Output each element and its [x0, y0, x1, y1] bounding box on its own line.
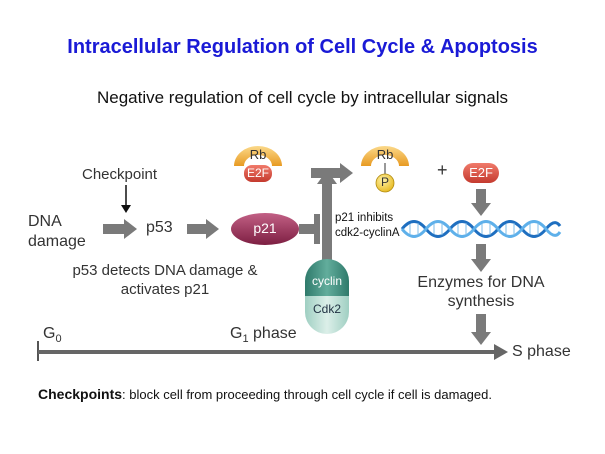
dna-to-enzymes-arrow — [471, 244, 491, 272]
enzymes-line2: synthesis — [447, 293, 515, 310]
rb-label-right: Rb — [376, 147, 394, 162]
diagram-subtitle: Negative regulation of cell cycle by int… — [96, 88, 509, 107]
p53-label: p53 — [146, 219, 173, 236]
p21-inhibition-symbol — [299, 214, 320, 244]
g1-phase-label: G1 phase — [230, 325, 297, 346]
e2f-label-left: E2F — [246, 166, 269, 180]
free-e2f — [463, 163, 499, 183]
enzymes-line1: Enzymes for DNA — [417, 274, 545, 291]
p21-inhibits-line2: cdk2-cyclinA — [335, 227, 400, 239]
phospho-rb — [361, 146, 409, 193]
rb-e2f-complex — [234, 146, 282, 182]
footer-text: : block cell from proceeding through cel… — [122, 387, 492, 402]
phosphate-label: P — [380, 175, 389, 189]
footer-note: Checkpoints: block cell from proceeding … — [38, 386, 492, 402]
p21-inhibits-line1: p21 inhibits — [335, 212, 394, 224]
dna-to-p53-arrow — [103, 219, 137, 239]
checkpoint-label: Checkpoint — [82, 166, 158, 183]
damage-label: damage — [28, 233, 86, 250]
e2f-to-dna-arrow — [471, 189, 491, 216]
plus-sign: + — [437, 160, 448, 180]
rb-label-left: Rb — [249, 147, 267, 162]
cyclin-cdk2-complex — [305, 259, 349, 334]
cdk2-label: Cdk2 — [312, 302, 341, 316]
s-phase-label: S phase — [512, 343, 571, 360]
footer-term: Checkpoints — [38, 386, 123, 402]
dna-helix — [400, 220, 562, 238]
diagram-title: Intracellular Regulation of Cell Cycle &… — [67, 36, 538, 58]
p53-note-line1: p53 detects DNA damage & — [72, 262, 258, 279]
p21-label: p21 — [253, 220, 277, 236]
p53-note-line2: activates p21 — [120, 281, 210, 298]
dna-label: DNA — [28, 213, 62, 230]
p53-to-p21-arrow — [187, 219, 219, 239]
g0-label: G0 — [43, 325, 62, 346]
checkpoint-arrow — [121, 185, 131, 213]
cell-cycle-timeline — [37, 341, 508, 361]
enzymes-to-s-phase-arrow — [471, 314, 491, 345]
rb-phosphorylation-arrow — [311, 163, 353, 183]
p21-protein — [231, 213, 299, 245]
cyclin-label: cyclin — [311, 274, 342, 288]
e2f-label-right: E2F — [469, 165, 493, 180]
